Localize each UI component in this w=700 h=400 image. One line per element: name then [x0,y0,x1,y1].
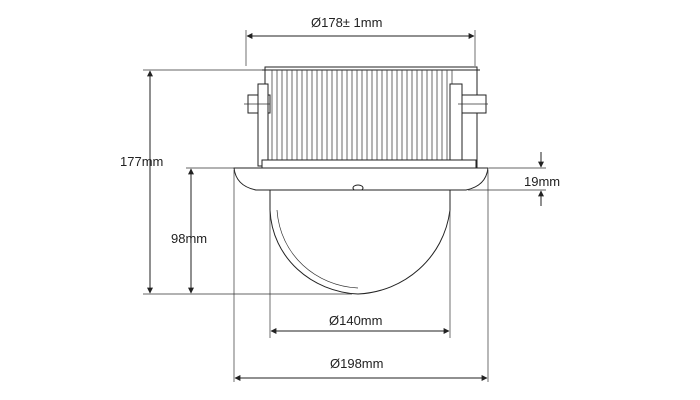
flange-thickness-label: 19mm [524,174,560,189]
dome-diameter-label: Ø140mm [329,313,382,328]
flange-diameter-label: Ø198mm [330,356,383,371]
top-diameter-label: Ø178± 1mm [311,15,382,30]
dim-dome-diameter: Ø140mm [269,210,451,338]
dim-total-height: 177mm [120,69,352,295]
left-mount-bracket [244,83,271,167]
trim-ring [233,167,489,192]
dim-dome-height: 98mm [171,167,234,294]
dim-flange-diameter: Ø198mm [233,170,489,382]
dome-height-label: 98mm [171,231,207,246]
total-height-label: 177mm [120,154,163,169]
dim-flange-thickness: 19mm [468,152,560,206]
housing-body [244,66,488,169]
dome-cover [269,189,451,295]
dim-top-diameter: Ø178± 1mm [245,15,476,66]
heat-sink-fins [271,70,453,160]
